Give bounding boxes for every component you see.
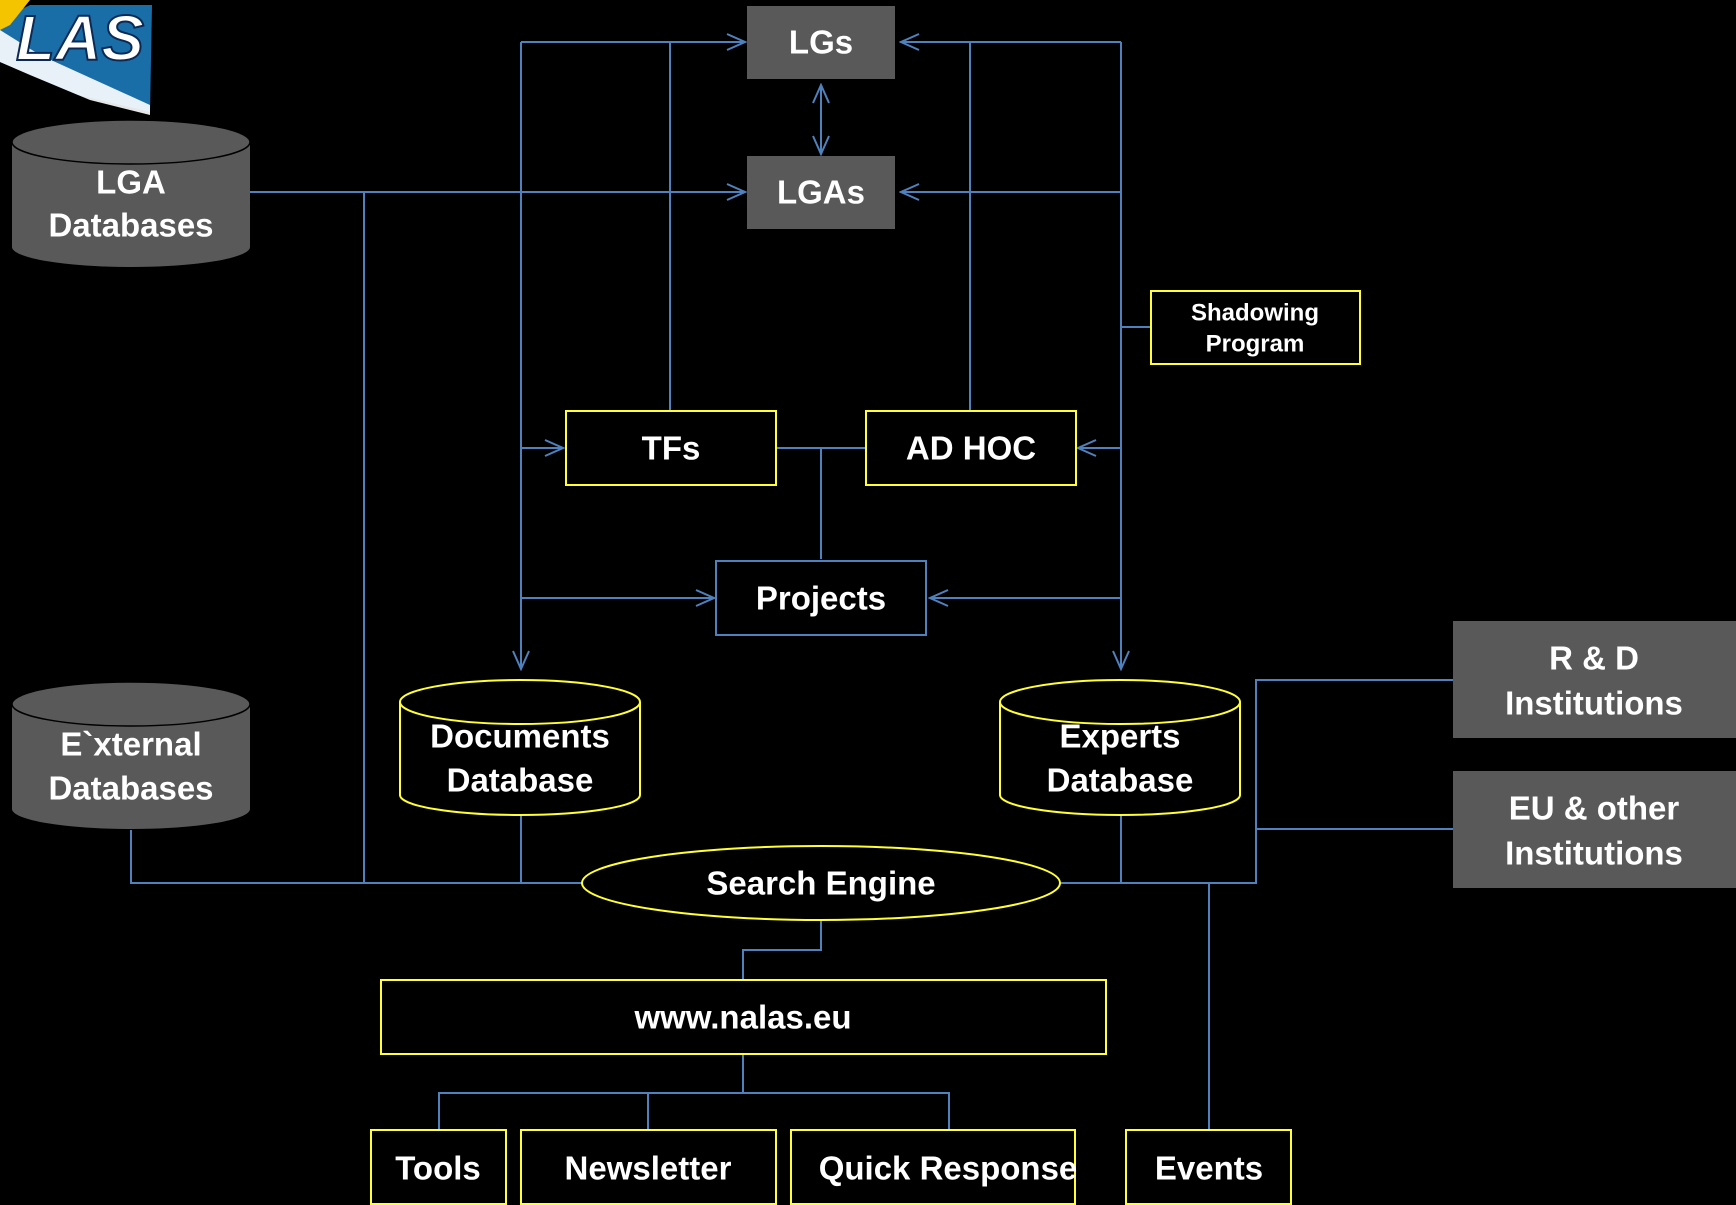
external-databases-cylinder[interactable]: E`xternal Databases bbox=[11, 681, 251, 829]
connector-external-to-search bbox=[130, 830, 582, 884]
tfs-box[interactable]: TFs bbox=[565, 410, 777, 486]
ad-hoc-box[interactable]: AD HOC bbox=[865, 410, 1077, 486]
newsletter-box[interactable]: Newsletter bbox=[520, 1129, 777, 1205]
documents-database-cylinder[interactable]: Documents Database bbox=[399, 679, 641, 816]
connector-search-to-rd bbox=[1060, 679, 1453, 884]
shadowing-program-label-1: Shadowing bbox=[1191, 300, 1319, 327]
ad-hoc-label: AD HOC bbox=[906, 430, 1036, 467]
connectors bbox=[130, 42, 1453, 1130]
eu-institutions-label-2: Institutions bbox=[1505, 835, 1683, 872]
quick-response-box[interactable]: Quick Response bbox=[790, 1129, 1078, 1205]
website-label: www.nalas.eu bbox=[633, 999, 851, 1036]
rd-institutions-label-2: Institutions bbox=[1505, 685, 1683, 722]
tools-label: Tools bbox=[395, 1150, 481, 1187]
projects-label: Projects bbox=[756, 580, 886, 617]
quick-response-label: Quick Response bbox=[819, 1150, 1078, 1187]
projects-box[interactable]: Projects bbox=[715, 560, 927, 636]
documents-database-label-1: Documents bbox=[430, 718, 610, 755]
eu-institutions-box[interactable]: EU & other Institutions bbox=[1453, 771, 1736, 888]
events-label: Events bbox=[1155, 1150, 1263, 1187]
nalas-logo: LAS bbox=[0, 0, 152, 115]
external-databases-label-1: E`xternal bbox=[60, 726, 201, 763]
tools-box[interactable]: Tools bbox=[370, 1129, 507, 1205]
connector-search-to-website bbox=[742, 920, 822, 980]
experts-database-label-2: Database bbox=[1047, 762, 1194, 799]
search-engine-ellipse[interactable]: Search Engine bbox=[581, 845, 1061, 921]
lgas-box[interactable]: LGAs bbox=[747, 156, 895, 229]
lgs-label: LGs bbox=[789, 24, 853, 61]
shadowing-program-label-2: Program bbox=[1206, 331, 1305, 358]
experts-database-cylinder[interactable]: Experts Database bbox=[999, 679, 1241, 816]
lgs-box[interactable]: LGs bbox=[747, 6, 895, 79]
lga-databases-cylinder[interactable]: LGA Databases bbox=[11, 119, 251, 267]
rd-institutions-box[interactable]: R & D Institutions bbox=[1453, 621, 1736, 738]
rd-institutions-label-1: R & D bbox=[1549, 640, 1639, 677]
logo-text: LAS bbox=[16, 2, 144, 74]
events-box[interactable]: Events bbox=[1125, 1129, 1292, 1205]
search-engine-label: Search Engine bbox=[706, 865, 935, 902]
newsletter-label: Newsletter bbox=[565, 1150, 732, 1187]
website-box[interactable]: www.nalas.eu bbox=[380, 979, 1107, 1055]
experts-database-label-1: Experts bbox=[1059, 718, 1180, 755]
shadowing-program-box[interactable]: Shadowing Program bbox=[1150, 290, 1361, 365]
eu-institutions-label-1: EU & other bbox=[1509, 790, 1680, 827]
connector-children-bus bbox=[438, 1092, 950, 1130]
tfs-label: TFs bbox=[642, 430, 701, 467]
documents-database-label-2: Database bbox=[447, 762, 594, 799]
external-databases-label-2: Databases bbox=[48, 770, 213, 807]
lga-databases-label-1: LGA bbox=[96, 164, 166, 201]
lgas-label: LGAs bbox=[777, 174, 865, 211]
lga-databases-label-2: Databases bbox=[48, 207, 213, 244]
